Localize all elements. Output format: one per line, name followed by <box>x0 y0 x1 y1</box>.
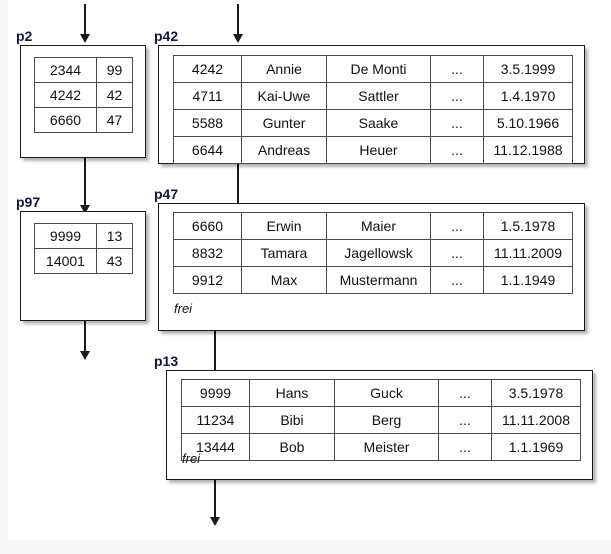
free-space-label-p13: frei <box>182 451 201 466</box>
cell-firstname: Bibi <box>249 406 335 434</box>
cell-lastname: De Monti <box>326 55 431 83</box>
cell-lastname: Meister <box>334 433 439 461</box>
table-row: 14001 43 <box>34 248 133 274</box>
table-p97: 9999 13 14001 43 <box>34 223 133 274</box>
cell-lastname: Sattler <box>326 82 431 110</box>
table-row: 9999 13 <box>34 223 133 249</box>
cell-firstname: Annie <box>241 55 327 83</box>
cell-key: 6660 <box>34 107 97 133</box>
cell-pointer: 99 <box>96 57 133 83</box>
free-space-label-p47: frei <box>174 301 193 316</box>
cell-pointer: 13 <box>96 223 133 249</box>
node-label-p2: p2 <box>16 28 33 44</box>
cell-id: 6660 <box>173 212 242 240</box>
table-row: 13444 Bob Meister ... 1.1.1969 <box>181 433 581 461</box>
table-p2: 2344 99 4242 42 6660 47 <box>34 57 133 133</box>
cell-date: 3.5.1978 <box>491 379 581 407</box>
node-p42[interactable]: 4242 Annie De Monti ... 3.5.1999 4711 Ka… <box>158 45 585 164</box>
cell-key: 9999 <box>34 223 97 249</box>
cell-lastname: Guck <box>334 379 439 407</box>
table-row: 6660 47 <box>34 107 133 133</box>
cell-date: 1.4.1970 <box>483 82 573 110</box>
table-row: 9912 Max Mustermann ... 1.1.1949 <box>173 266 573 294</box>
cell-pointer: 43 <box>96 248 133 274</box>
cell-firstname: Andreas <box>241 136 327 164</box>
table-row: 11234 Bibi Berg ... 11.11.2008 <box>181 406 581 434</box>
table-row: 6660 Erwin Maier ... 1.5.1978 <box>173 212 573 240</box>
cell-firstname: Kai-Uwe <box>241 82 327 110</box>
table-row: 4242 Annie De Monti ... 3.5.1999 <box>173 55 573 83</box>
table-row: 9999 Hans Guck ... 3.5.1978 <box>181 379 581 407</box>
cell-more: ... <box>430 212 484 240</box>
table-p13: 9999 Hans Guck ... 3.5.1978 11234 Bibi B… <box>181 379 581 461</box>
table-row: 6644 Andreas Heuer ... 11.12.1988 <box>173 136 573 164</box>
cell-date: 3.5.1999 <box>483 55 573 83</box>
cell-key: 14001 <box>34 248 97 274</box>
cell-date: 1.5.1978 <box>483 212 573 240</box>
table-row: 4242 42 <box>34 82 133 108</box>
cell-id: 6644 <box>173 136 242 164</box>
cell-firstname: Hans <box>249 379 335 407</box>
cell-firstname: Bob <box>249 433 335 461</box>
cell-key: 4242 <box>34 82 97 108</box>
cell-id: 9912 <box>173 266 242 294</box>
cell-more: ... <box>438 406 492 434</box>
cell-id: 4711 <box>173 82 242 110</box>
cell-more: ... <box>438 433 492 461</box>
cell-more: ... <box>430 239 484 267</box>
cell-lastname: Mustermann <box>326 266 431 294</box>
cell-pointer: 47 <box>96 107 133 133</box>
cell-lastname: Jagellowsk <box>326 239 431 267</box>
cell-firstname: Max <box>241 266 327 294</box>
cell-lastname: Maier <box>326 212 431 240</box>
cell-firstname: Tamara <box>241 239 327 267</box>
diagram-canvas: p2 2344 99 4242 42 6660 47 p42 <box>8 0 611 540</box>
table-row: 4711 Kai-Uwe Sattler ... 1.4.1970 <box>173 82 573 110</box>
cell-firstname: Erwin <box>241 212 327 240</box>
cell-more: ... <box>438 379 492 407</box>
cell-id: 9999 <box>181 379 250 407</box>
node-label-p42: p42 <box>154 28 179 44</box>
cell-date: 1.1.1949 <box>483 266 573 294</box>
node-label-p13: p13 <box>154 353 179 369</box>
cell-id: 8832 <box>173 239 242 267</box>
table-row: 2344 99 <box>34 57 133 83</box>
cell-more: ... <box>430 55 484 83</box>
node-p97[interactable]: 9999 13 14001 43 <box>20 211 146 321</box>
node-label-p97: p97 <box>16 194 41 210</box>
table-row: 8832 Tamara Jagellowsk ... 11.11.2009 <box>173 239 573 267</box>
cell-date: 1.1.1969 <box>491 433 581 461</box>
cell-date: 11.11.2009 <box>483 239 573 267</box>
cell-date: 11.11.2008 <box>491 406 581 434</box>
cell-date: 5.10.1966 <box>483 109 573 137</box>
node-p2[interactable]: 2344 99 4242 42 6660 47 <box>20 45 146 158</box>
table-p42: 4242 Annie De Monti ... 3.5.1999 4711 Ka… <box>173 55 573 164</box>
cell-lastname: Saake <box>326 109 431 137</box>
cell-lastname: Heuer <box>326 136 431 164</box>
table-row: 5588 Gunter Saake ... 5.10.1966 <box>173 109 573 137</box>
cell-id: 5588 <box>173 109 242 137</box>
cell-pointer: 42 <box>96 82 133 108</box>
node-p13[interactable]: 9999 Hans Guck ... 3.5.1978 11234 Bibi B… <box>166 370 593 480</box>
cell-more: ... <box>430 109 484 137</box>
cell-id: 4242 <box>173 55 242 83</box>
cell-more: ... <box>430 136 484 164</box>
cell-firstname: Gunter <box>241 109 327 137</box>
cell-date: 11.12.1988 <box>483 136 573 164</box>
cell-more: ... <box>430 82 484 110</box>
node-label-p47: p47 <box>154 186 179 202</box>
node-p47[interactable]: 6660 Erwin Maier ... 1.5.1978 8832 Tamar… <box>158 203 585 331</box>
cell-id: 11234 <box>181 406 250 434</box>
table-p47: 6660 Erwin Maier ... 1.5.1978 8832 Tamar… <box>173 212 573 294</box>
cell-more: ... <box>430 266 484 294</box>
cell-key: 2344 <box>34 57 97 83</box>
cell-lastname: Berg <box>334 406 439 434</box>
